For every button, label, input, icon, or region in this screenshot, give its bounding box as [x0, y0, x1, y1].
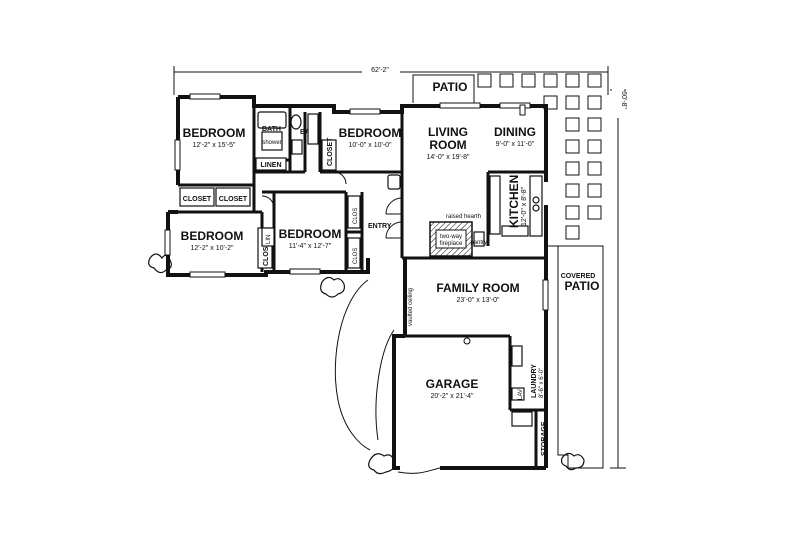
family-room-name: FAMILY ROOM — [436, 281, 519, 295]
covered-patio-label-2: PATIO — [565, 279, 600, 293]
patio-pavers — [477, 73, 602, 240]
exterior-walls — [166, 95, 548, 470]
family-room-size: 23'-0" x 13'-0" — [456, 297, 500, 304]
kitchen-counters: pantry — [470, 175, 543, 246]
living-room-size: 14'-0" x 19'-8" — [426, 154, 470, 161]
shower-label: shower — [262, 140, 281, 146]
fireplace: two-way fireplace raised hearth — [429, 214, 485, 257]
bedroom-s-name: BEDROOM — [279, 227, 342, 241]
fireplace-label-1: two-way — [440, 234, 462, 240]
doors — [261, 171, 471, 345]
bedroom-n-name: BEDROOM — [339, 126, 402, 140]
laundry-size: 8'-6" x 6'-0" — [539, 368, 545, 398]
dining-name: DINING — [494, 125, 536, 139]
laundry-name: LAUNDRY — [531, 364, 538, 398]
bedroom-nw-size: 12'-2" x 15'-5" — [192, 142, 236, 149]
lin-label: LIN — [266, 235, 272, 244]
clos-label-1: CLOS — [353, 208, 359, 224]
overall-width-label: 62'-2" — [371, 67, 389, 74]
entry-label: ENTRY — [368, 223, 392, 230]
closet-label-2: CLOSET — [219, 196, 248, 203]
storage-label: STORAGE — [541, 421, 548, 456]
bath-label-1: BATH — [262, 126, 281, 133]
kitchen-name: KITCHEN — [507, 175, 521, 228]
dimension-top: 62'-2" — [173, 64, 609, 95]
raised-hearth-label: raised hearth — [446, 214, 481, 220]
linen-label: LINEN — [261, 162, 282, 169]
covered-patio-label-1: COVERED — [561, 273, 596, 280]
dimension-right: 60'-8" — [610, 84, 627, 469]
laundry-fixtures: LAV — [511, 345, 533, 427]
garage-name: GARAGE — [426, 377, 479, 391]
lav-label: LAV — [518, 389, 524, 400]
fireplace-label-2: fireplace — [440, 241, 463, 247]
room-labels: BEDROOM 12'-2" x 15'-5" BEDROOM 10'-0" x… — [181, 125, 545, 400]
covered-patio: COVERED PATIO — [546, 245, 604, 469]
windows — [164, 93, 549, 311]
patio: PATIO — [412, 74, 475, 103]
kitchen-size: 12'-0" x 8'-8" — [521, 186, 528, 226]
overall-depth-label: 60'-8" — [620, 91, 627, 109]
bedroom-sw-name: BEDROOM — [181, 229, 244, 243]
bedroom-n-size: 10'-0" x 10'-0" — [348, 142, 392, 149]
garage-size: 20'-2" x 21'-4" — [430, 393, 474, 400]
storage: STORAGE — [541, 421, 548, 456]
bedroom-nw-name: BEDROOM — [183, 126, 246, 140]
interior-walls — [178, 106, 546, 468]
closet-label-1: CLOSET — [183, 196, 212, 203]
pantry-label: pantry — [470, 240, 487, 246]
patio-label: PATIO — [433, 80, 468, 94]
closet-label-3: CLOSET — [327, 137, 334, 166]
bedroom-sw-size: 12'-2" x 10'-2" — [190, 245, 234, 252]
living-room-name-1: LIVING — [428, 125, 468, 139]
living-room-name-2: ROOM — [429, 138, 466, 152]
landscaping — [148, 253, 585, 475]
clos-label-2: CLOS — [353, 248, 359, 264]
vaulted-ceiling-label: vaulted ceiling — [408, 288, 414, 326]
dining-size: 9'-0" x 11'-0" — [496, 141, 535, 148]
bath-fixtures: shower BATH BATH — [257, 111, 319, 155]
closet-label-4: CLOSET — [263, 237, 270, 266]
closets: CLOSET CLOSET LINEN CLOSET CLOSET LIN CL… — [179, 137, 361, 269]
bedroom-s-size: 11'-4" x 12'-7" — [289, 243, 332, 250]
